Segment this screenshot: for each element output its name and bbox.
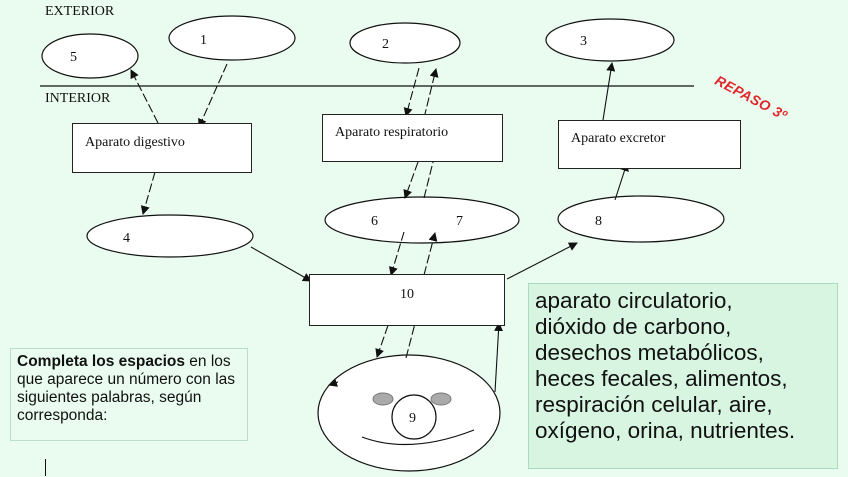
word-bank-line: heces fecales, alimentos, xyxy=(535,366,788,391)
word-bank: aparato circulatorio, dióxido de carbono… xyxy=(528,283,838,469)
oval-1[interactable] xyxy=(168,15,296,61)
arrow-respiratory-to-6 xyxy=(403,161,419,199)
box-digestive-label: Aparato digestivo xyxy=(85,135,185,150)
face-right-cheek xyxy=(430,392,452,406)
arrow-center-to-oval-right xyxy=(423,232,438,276)
arrow-oval-to-center-left xyxy=(389,231,405,276)
word-bank-line: oxígeno, orina, nutrientes. xyxy=(535,418,796,443)
label-4: 4 xyxy=(123,231,130,246)
oval-6-7[interactable] xyxy=(324,196,520,244)
box-respiratory-system[interactable]: Aparato respiratorio xyxy=(322,114,503,162)
face-left-cheek xyxy=(372,392,394,406)
label-10: 10 xyxy=(400,287,414,302)
label-8: 8 xyxy=(595,214,602,229)
arrow-digestive-to-5 xyxy=(130,69,159,124)
label-interior: INTERIOR xyxy=(45,91,111,106)
oval-4[interactable] xyxy=(86,214,254,258)
word-bank-line: respiración celular, aire, xyxy=(535,392,773,417)
arrow-face-to-center-right xyxy=(494,322,504,393)
label-7: 7 xyxy=(456,214,463,229)
arrow-into-face-left xyxy=(328,378,339,387)
text-cursor xyxy=(45,459,46,476)
label-6: 6 xyxy=(371,214,378,229)
box-digestive-system[interactable]: Aparato digestivo xyxy=(72,123,252,173)
solid-arrows xyxy=(250,62,629,393)
instructions-text: en los que aparece un número con las sig… xyxy=(17,353,236,424)
label-1: 1 xyxy=(200,33,207,48)
word-bank-line: dióxido de carbono, xyxy=(535,314,732,339)
instructions-box: Completa los espacios en los que aparece… xyxy=(10,348,248,441)
box-excretory-label: Aparato excretor xyxy=(571,131,666,146)
arrow-center-to-8 xyxy=(506,242,578,280)
oval-2[interactable] xyxy=(349,22,461,64)
arrow-8-to-excretory xyxy=(614,162,629,201)
label-3: 3 xyxy=(580,34,587,49)
arrow-respiratory-to-2 xyxy=(423,68,439,119)
oval-5[interactable] xyxy=(41,33,139,79)
box-10[interactable]: 10 xyxy=(309,274,505,326)
word-bank-line: desechos metabólicos, xyxy=(535,340,764,365)
face-smile xyxy=(361,429,475,446)
oval-3[interactable] xyxy=(545,18,675,62)
oval-9[interactable] xyxy=(391,394,437,440)
word-bank-line: aparato circulatorio, xyxy=(535,288,733,313)
box-respiratory-label: Aparato respiratorio xyxy=(335,125,449,140)
box-excretory-system[interactable]: Aparato excretor xyxy=(558,120,741,169)
arrow-digestive-to-4 xyxy=(140,171,156,215)
instructions-bold: Completa los espacios xyxy=(17,353,185,370)
label-exterior: EXTERIOR xyxy=(45,4,115,19)
arrow-2-to-respiratory xyxy=(403,67,420,117)
label-2: 2 xyxy=(382,37,389,52)
label-5: 5 xyxy=(70,50,77,65)
oval-8[interactable] xyxy=(557,195,725,243)
arrow-4-to-center xyxy=(250,246,312,282)
arrow-1-to-digestive xyxy=(198,63,228,128)
arrow-excretory-to-3 xyxy=(602,62,616,121)
label-9: 9 xyxy=(409,411,416,426)
